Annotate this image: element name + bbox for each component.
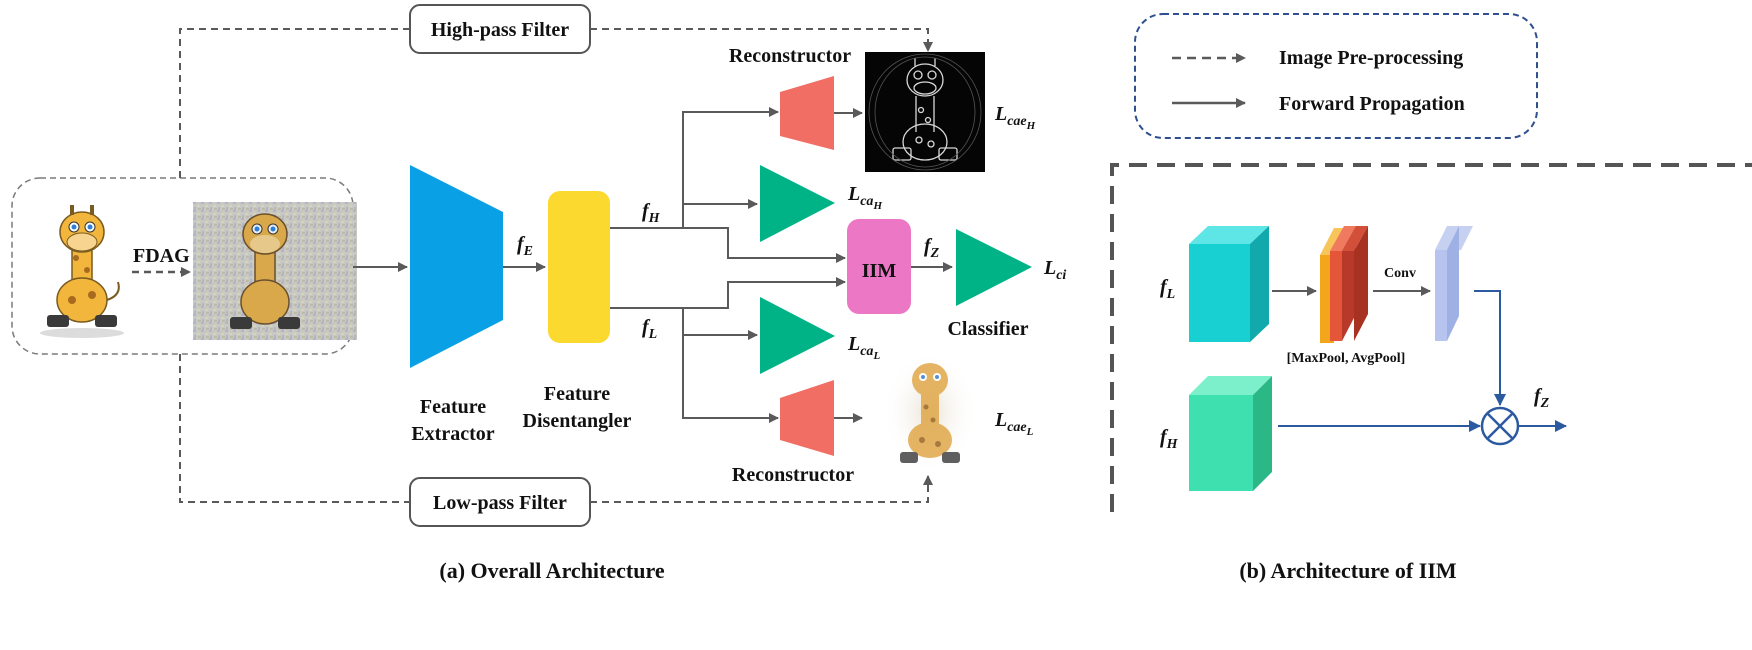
conv-to-multiply-arrow <box>1474 290 1506 406</box>
feature-disentangler-label-2: Disentangler <box>523 410 632 432</box>
fL-cube <box>1189 226 1269 342</box>
low-pass-filter-label: Low-pass Filter <box>433 492 567 514</box>
fL-to-iim-arrow <box>683 277 846 309</box>
reconstructor-top-label: Reconstructor <box>729 45 851 67</box>
loss-ca-H-label: LcaH <box>847 183 882 212</box>
caption-b: (b) Architecture of IIM <box>1239 558 1457 583</box>
fL-label: fL <box>642 316 657 342</box>
giraffe-illustration <box>32 200 132 340</box>
pool-feature-maps <box>1320 226 1368 343</box>
feature-disentangler-label-1: Feature <box>544 383 610 405</box>
caption-a: (a) Overall Architecture <box>439 558 664 583</box>
fL-to-reconstructor-arrow <box>682 335 779 423</box>
fE-label: fE <box>517 233 533 259</box>
classifier-label: Classifier <box>947 318 1028 340</box>
pool-label: [MaxPool, AvgPool] <box>1287 351 1406 366</box>
legend-forward-propagation: Forward Propagation <box>1279 93 1465 115</box>
classifier-head-L-shape <box>760 297 835 374</box>
loss-ca-L-label: LcaL <box>847 333 880 362</box>
reconstructor-top-shape <box>780 76 834 150</box>
loss-cae-L-label: LcaeL <box>994 409 1034 438</box>
reconstructor-bottom-shape <box>780 380 834 456</box>
high-pass-filter-label: High-pass Filter <box>431 19 569 41</box>
iim-block <box>847 219 911 314</box>
low-pass-filter-box <box>409 477 591 527</box>
fH-to-reconstructor-arrow <box>682 107 779 228</box>
fZ-label: fZ <box>924 235 940 261</box>
fL-to-classifier-arrow <box>682 308 758 340</box>
giraffe-high-frequency-reconstruction <box>865 52 985 172</box>
conv-label: Conv <box>1384 266 1416 281</box>
low-pass-path <box>179 354 410 503</box>
iim-fL-label: fL <box>1160 276 1175 302</box>
loss-cae-H-label: LcaeH <box>994 103 1036 132</box>
giraffe-low-frequency-reconstruction <box>882 350 978 474</box>
fdag-label: FDAG <box>133 245 190 267</box>
feature-disentangler-shape <box>548 191 610 343</box>
conv-output-map <box>1435 226 1473 341</box>
fH-cube <box>1189 376 1272 491</box>
feature-extractor-label-1: Feature <box>420 396 486 418</box>
legend-box <box>1134 13 1538 139</box>
reconstructor-bottom-label: Reconstructor <box>732 464 854 486</box>
high-pass-path <box>179 28 410 178</box>
classifier-head-H-shape <box>760 165 835 242</box>
giraffe-fdag-augmented <box>193 202 357 340</box>
high-pass-filter-box <box>409 4 591 54</box>
loss-ci-label: Lci <box>1043 257 1066 283</box>
iim-panel-border <box>1110 163 1752 512</box>
fH-to-iim-arrow <box>683 227 846 263</box>
input-group-box <box>11 177 354 355</box>
high-pass-to-image-arrow <box>590 28 933 52</box>
classifier-shape <box>956 229 1032 306</box>
iim-fZ-label: fZ <box>1534 385 1550 411</box>
iim-label: IIM <box>862 260 897 282</box>
circled-times-icon <box>1480 406 1520 446</box>
legend-image-preprocessing: Image Pre-processing <box>1279 47 1463 69</box>
iim-fH-label: fH <box>1160 426 1179 452</box>
low-pass-to-image-arrow <box>590 475 933 503</box>
fH-label: fH <box>642 200 661 226</box>
feature-extractor-shape <box>410 165 503 368</box>
feature-extractor-label-2: Extractor <box>411 423 494 445</box>
